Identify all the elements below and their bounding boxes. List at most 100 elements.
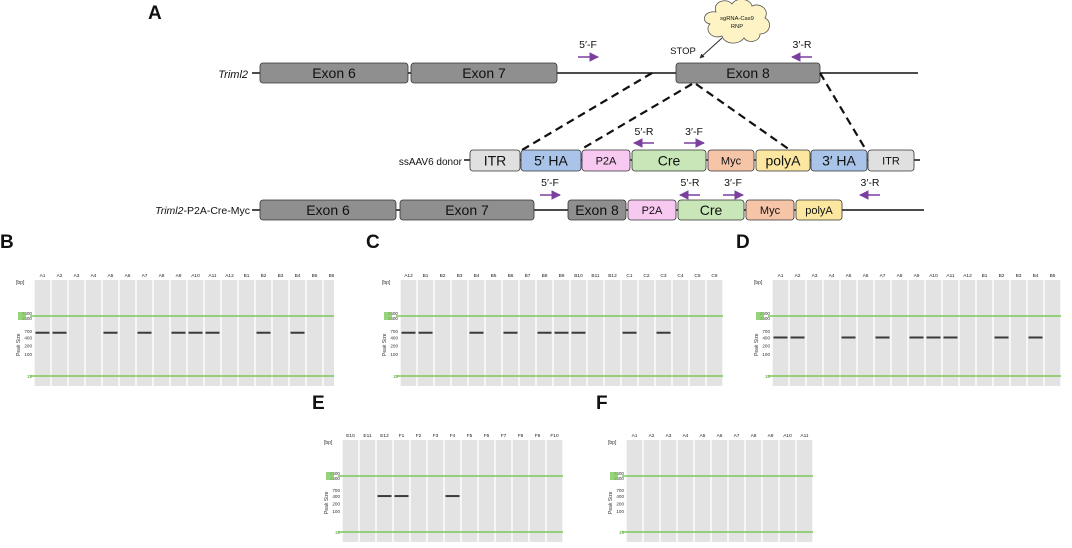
gel-0-lane-label-16: B5 [312,273,318,279]
gel-1-lane-label-16: C4 [677,273,683,279]
gel-2-band-13 [994,336,1009,339]
panel-letter-b: B [0,232,14,253]
gel-0-lane-label-15: B4 [295,273,301,279]
gel-1-ladder-tick-4: 200 [390,344,398,349]
exon-8-box: Exon 8 [675,62,821,84]
gel-1-lane-label-14: C2 [643,273,649,279]
gel-2-band-6 [875,336,890,339]
ki-exon-8-2-box: Exon 8 [567,199,627,221]
ki-primer-5r-label: 5′-R [681,177,700,189]
gel-2-ladder-tick-1: 1500 [760,316,771,321]
gel-1-lane-label-5: B5 [491,273,497,279]
gel-0-band-0 [35,331,50,334]
ki-cre-4-box: Cre [677,199,745,221]
gel-3-lane-8 [478,440,495,542]
gel-1-ladder-tick-6: 15 [393,374,399,379]
donor-itr-0-label: ITR [484,153,507,169]
gel-2-band-1 [790,336,805,339]
gel-2-ladder-tick-5: 100 [762,352,770,357]
triml2-label: Triml2 [218,69,248,81]
donor-cre-3-box: Cre [631,149,707,172]
donor-polya-5-box: polyA [755,149,811,172]
ki-cre-4-label: Cre [700,202,723,218]
ki-primer-5f-label: 5′-F [541,177,559,189]
gel-1-band-4 [469,331,484,334]
gel-2-band-4 [841,336,856,339]
gel-4-lane-label-10: A11 [800,433,809,439]
gel-2-lane-13 [993,280,1010,386]
gel-4-lane-8 [762,440,779,542]
gel-2-ladder-tick-2: 700 [762,329,770,334]
donor-myc-4-label: Myc [721,155,742,167]
gel-4-bp-label: [bp] [608,440,617,446]
gel-1-ladder-tick-0: 2500 [388,311,399,316]
gel-2-lane-label-3: A4 [829,273,835,279]
gel-1-lane-label-3: B3 [457,273,463,279]
gel-4-ladder-marker [610,472,618,480]
donor-3-ha-6-box: 3′ HA [810,149,868,172]
gel-0-lane-label-10: A11 [208,273,217,279]
gel-4-lane-label-5: A6 [717,433,723,439]
gel-3-lane-label-9: F7 [501,433,507,439]
donor-myc-4-box: Myc [707,149,755,172]
gel-1-lane-17 [689,280,706,386]
gel-1-lane-11 [587,280,604,386]
gel-2-ladder-tick-3: 400 [762,335,770,340]
gel-0-lane-14 [272,280,289,386]
gel-0-band-8 [171,331,186,334]
gel-2-lane-label-6: A7 [880,273,886,279]
gel-1-band-10 [571,331,586,334]
gel-1-lane-label-0: A12 [404,273,413,279]
gel-0-band-1 [52,331,67,334]
gel-4-ladder-tick-4: 200 [616,502,624,507]
gel-1-lane-14 [638,280,655,386]
gel-0-ladder-tick-6: 15 [27,374,33,379]
donor-p2a-2-label: P2A [596,155,617,167]
gel-2-lane-label-10: A11 [946,273,955,279]
gel-4-lane-7 [745,440,762,542]
gel-3-lane-3 [393,440,410,542]
gel-3-lane-6 [444,440,461,542]
gel-0-ladder-tick-5: 100 [24,352,32,357]
gel-4-ladder-tick-2: 700 [616,488,624,493]
gel-0-lane-label-4: A5 [108,273,114,279]
gel-0-ladder-tick-4: 200 [24,344,32,349]
gel-2-lane-3 [823,280,840,386]
gel-0-ladder-tick-0: 2500 [22,311,33,316]
ki-exon-8-2-label: Exon 8 [575,202,619,218]
gel-0-lane-17 [323,280,334,386]
gel-4-lane-label-7: A8 [751,433,757,439]
gel-1-ladder-tick-3: 400 [390,335,398,340]
gel-0-lane-label-2: A3 [74,273,80,279]
gel-2-band-0 [773,336,788,339]
gel-3-lane-2 [376,440,393,542]
gel-0-band-10 [205,331,220,334]
gel-4-lane-9 [779,440,796,542]
gel-4-ladder-tick-6: 15 [619,530,625,535]
gel-1-band-6 [503,331,518,334]
gel-2-axis-label: Peak Size [754,333,760,356]
knockin-label-gene: Triml2 [155,205,184,217]
panel-letter-c: C [366,232,380,253]
gel-0-axis-label: Peak Size [16,333,22,356]
exon-6-box: Exon 6 [259,62,409,84]
gel-1-ladder-tick-5: 100 [390,352,398,357]
gel-1-axis-label: Peak Size [382,333,388,356]
gel-3-ladder-tick-4: 200 [332,502,340,507]
cut-pointer [699,37,723,59]
gel-3-lane-label-12: F10 [550,433,559,439]
gel-0-lane-label-7: A8 [159,273,165,279]
gel-0-lane-label-1: A2 [57,273,63,279]
gel-2-lane-16 [1044,280,1061,386]
gel-2-band-9 [926,336,941,339]
gel-3-band-2 [377,495,392,498]
gel-0-band-4 [103,331,118,334]
gel-0-lane-label-11: A12 [225,273,234,279]
gel-2-band-8 [909,336,924,339]
gel-0-lane-label-0: A1 [40,273,46,279]
gel-4-lane-1 [643,440,660,542]
gel-2-lane-label-16: B5 [1050,273,1056,279]
panel-letter-e: E [312,393,325,414]
